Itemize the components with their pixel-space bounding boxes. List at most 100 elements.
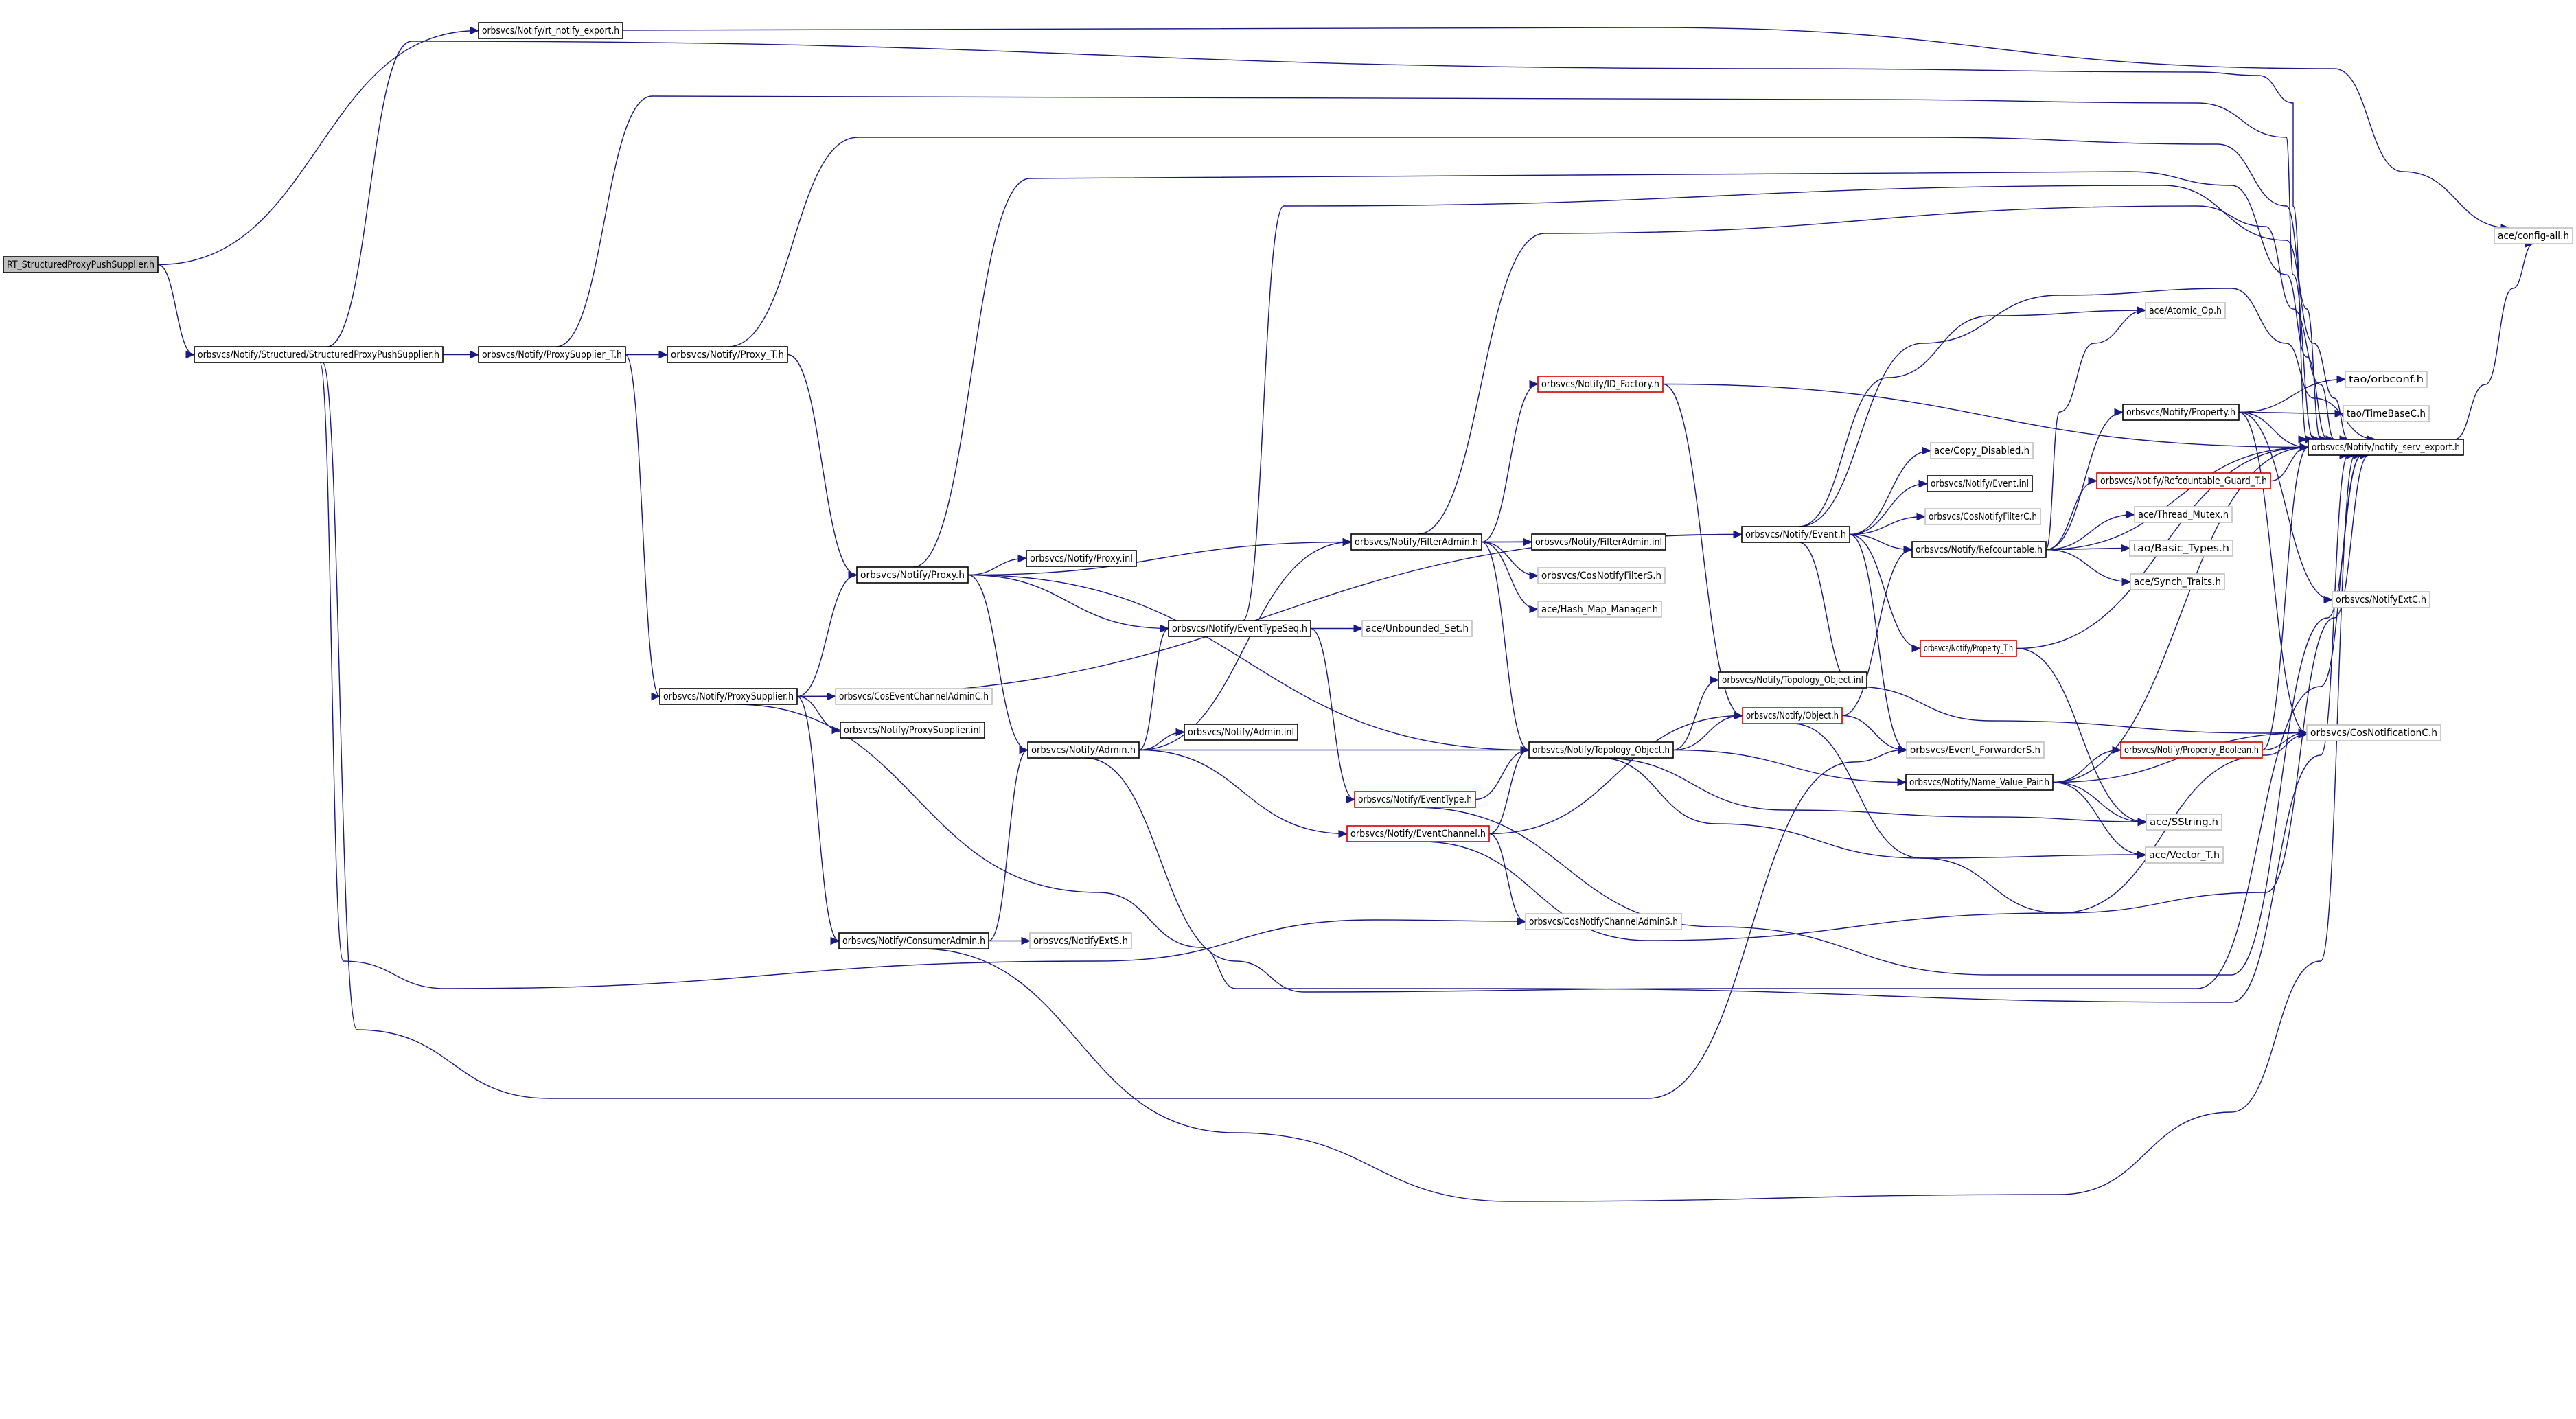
node-box[interactable] [2343, 405, 2430, 422]
node-box[interactable] [1927, 475, 2033, 492]
node-box[interactable] [2145, 846, 2224, 864]
node-box[interactable] [1718, 671, 1867, 689]
node-proxy[interactable]: orbsvcs/Notify/Proxy.h [856, 566, 969, 584]
node-admininl[interactable]: orbsvcs/Notify/Admin.inl [1184, 724, 1298, 741]
node-copydis[interactable]: ace/Copy_Disabled.h [1930, 442, 2034, 459]
node-ca[interactable]: orbsvcs/Notify/ConsumerAdmin.h [838, 932, 989, 949]
node-box[interactable] [1027, 741, 1140, 759]
node-box[interactable] [1537, 567, 1666, 584]
node-cecac[interactable]: orbsvcs/CosEventChannelAdminC.h [835, 688, 993, 705]
node-psinl[interactable]: orbsvcs/Notify/ProxySupplier.inl [840, 722, 985, 739]
node-box[interactable] [2096, 472, 2271, 489]
node-box[interactable] [2308, 439, 2464, 456]
node-box[interactable] [478, 346, 626, 363]
node-fa[interactable]: orbsvcs/Notify/FilterAdmin.h [1350, 533, 1482, 551]
node-pt[interactable]: orbsvcs/Notify/Proxy_T.h [667, 346, 788, 363]
node-box[interactable] [2122, 404, 2240, 421]
node-box[interactable] [1346, 825, 1490, 842]
node-acecfg[interactable]: ace/config-all.h [2494, 227, 2573, 244]
node-box[interactable] [1361, 620, 1473, 637]
node-box[interactable] [1924, 508, 2041, 525]
node-box[interactable] [478, 22, 623, 39]
node-prop[interactable]: orbsvcs/Notify/Property.h [2122, 404, 2240, 421]
node-efs[interactable]: orbsvcs/Event_ForwarderS.h [1906, 741, 2045, 759]
node-box[interactable] [1168, 620, 1311, 637]
node-vect[interactable]: ace/Vector_T.h [2145, 846, 2224, 864]
node-box[interactable] [835, 688, 993, 705]
node-box[interactable] [2494, 227, 2573, 244]
node-box[interactable] [840, 722, 985, 739]
node-box[interactable] [1742, 707, 1843, 724]
node-box[interactable] [1525, 913, 1682, 930]
node-ps[interactable]: orbsvcs/Notify/ProxySupplier.h [659, 688, 798, 705]
node-extc[interactable]: orbsvcs/NotifyExtC.h [2332, 591, 2430, 608]
node-box[interactable] [1029, 932, 1132, 949]
node-hmm[interactable]: ace/Hash_Map_Manager.h [1537, 601, 1662, 618]
node-obj[interactable]: orbsvcs/Notify/Object.h [1742, 707, 1843, 724]
node-box[interactable] [1026, 550, 1137, 567]
node-box[interactable] [2130, 573, 2225, 590]
node-topo[interactable]: orbsvcs/Notify/Topology_Object.h [1528, 741, 1674, 759]
node-idf[interactable]: orbsvcs/Notify/ID_Factory.h [1537, 376, 1664, 393]
node-topoinl[interactable]: orbsvcs/Notify/Topology_Object.inl [1718, 671, 1867, 689]
node-box[interactable] [1354, 791, 1476, 808]
node-ec[interactable]: orbsvcs/Notify/EventChannel.h [1346, 825, 1490, 842]
node-eventinl[interactable]: orbsvcs/Notify/Event.inl [1927, 475, 2033, 492]
node-box[interactable] [1930, 442, 2034, 459]
node-box[interactable] [1911, 541, 2047, 558]
node-box[interactable] [2129, 540, 2233, 557]
node-spps[interactable]: orbsvcs/Notify/Structured/StructuredProx… [194, 346, 444, 363]
node-box[interactable] [2146, 814, 2222, 831]
node-box[interactable] [1531, 533, 1666, 551]
node-tmutex[interactable]: ace/Thread_Mutex.h [2134, 506, 2233, 523]
node-nse[interactable]: orbsvcs/Notify/notify_serv_export.h [2308, 439, 2464, 456]
node-exts[interactable]: orbsvcs/NotifyExtS.h [1029, 932, 1132, 949]
node-box[interactable] [3, 256, 159, 273]
node-box[interactable] [2134, 506, 2233, 523]
node-unb[interactable]: ace/Unbounded_Set.h [1361, 620, 1473, 637]
node-box[interactable] [1184, 724, 1298, 741]
node-pbool[interactable]: orbsvcs/Notify/Property_Boolean.h [2120, 741, 2263, 759]
node-box[interactable] [1906, 741, 2045, 759]
node-proxyinl[interactable]: orbsvcs/Notify/Proxy.inl [1026, 550, 1137, 567]
node-fainl[interactable]: orbsvcs/Notify/FilterAdmin.inl [1531, 533, 1666, 551]
node-box[interactable] [856, 566, 969, 584]
node-box[interactable] [2120, 741, 2263, 759]
node-propt[interactable]: orbsvcs/Notify/Property_T.h [1920, 640, 2017, 657]
node-cncas[interactable]: orbsvcs/CosNotifyChannelAdminS.h [1525, 913, 1682, 930]
node-nvp[interactable]: orbsvcs/Notify/Name_Value_Pair.h [1905, 774, 2054, 791]
node-pst[interactable]: orbsvcs/Notify/ProxySupplier_T.h [478, 346, 626, 363]
node-cnc[interactable]: orbsvcs/CosNotificationC.h [2306, 724, 2441, 741]
node-box[interactable] [2145, 302, 2226, 319]
node-cnfc[interactable]: orbsvcs/CosNotifyFilterC.h [1924, 508, 2041, 525]
node-admin[interactable]: orbsvcs/Notify/Admin.h [1027, 741, 1140, 759]
node-box[interactable] [1741, 526, 1850, 543]
node-box[interactable] [194, 346, 444, 363]
node-et[interactable]: orbsvcs/Notify/EventType.h [1354, 791, 1476, 808]
node-box[interactable] [2306, 724, 2441, 741]
node-box[interactable] [1905, 774, 2054, 791]
node-box[interactable] [1920, 640, 2017, 657]
node-rtexp[interactable]: orbsvcs/Notify/rt_notify_export.h [478, 22, 623, 39]
node-synch[interactable]: ace/Synch_Traits.h [2130, 573, 2225, 590]
node-sstr[interactable]: ace/SString.h [2146, 814, 2222, 831]
node-event[interactable]: orbsvcs/Notify/Event.h [1741, 526, 1850, 543]
node-ets[interactable]: orbsvcs/Notify/EventTypeSeq.h [1168, 620, 1311, 637]
node-box[interactable] [659, 688, 798, 705]
node-box[interactable] [1537, 376, 1664, 393]
node-box[interactable] [1528, 741, 1674, 759]
node-refc[interactable]: orbsvcs/Notify/Refcountable.h [1911, 541, 2047, 558]
node-box[interactable] [667, 346, 788, 363]
node-box[interactable] [2345, 371, 2428, 388]
node-box[interactable] [1350, 533, 1482, 551]
node-root[interactable]: RT_StructuredProxyPushSupplier.h [3, 256, 159, 273]
node-box[interactable] [838, 932, 989, 949]
node-atomic[interactable]: ace/Atomic_Op.h [2145, 302, 2226, 319]
node-basic[interactable]: tao/Basic_Types.h [2129, 540, 2233, 557]
node-cnfs[interactable]: orbsvcs/CosNotifyFilterS.h [1537, 567, 1666, 584]
node-tbase[interactable]: tao/TimeBaseC.h [2343, 405, 2430, 422]
node-rgt[interactable]: orbsvcs/Notify/Refcountable_Guard_T.h [2096, 472, 2271, 489]
node-box[interactable] [2332, 591, 2430, 608]
node-orbconf[interactable]: tao/orbconf.h [2345, 371, 2428, 388]
node-box[interactable] [1537, 601, 1662, 618]
